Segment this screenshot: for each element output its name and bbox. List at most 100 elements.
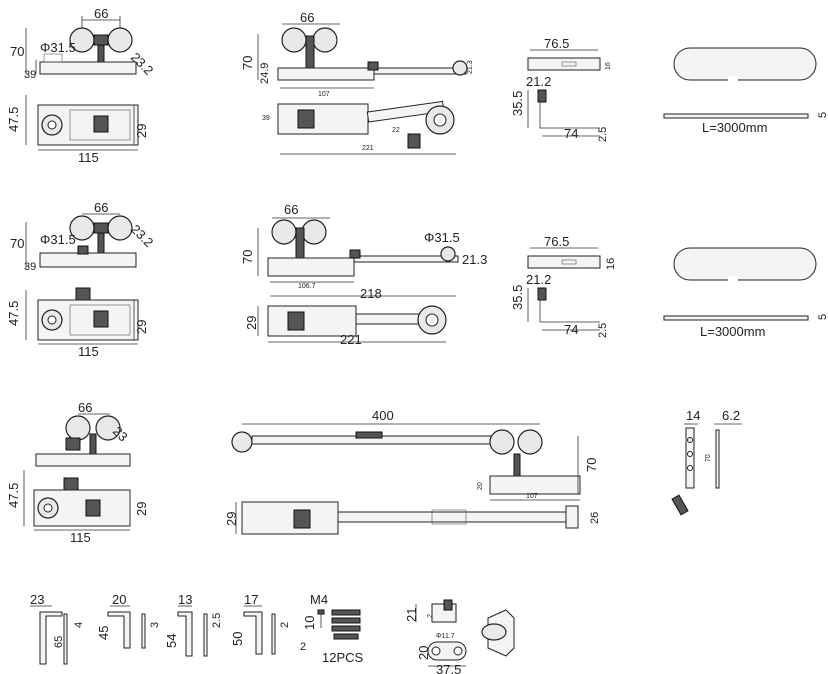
- bracket-side: [203, 613, 208, 657]
- seal-loop: [673, 47, 817, 81]
- dim-height: 70: [240, 56, 255, 70]
- row2-trolley-arm-plan: 29 221: [244, 305, 447, 347]
- dim-depth: 29: [134, 320, 149, 334]
- dim-length: 400: [372, 408, 394, 423]
- trolley-plate: [35, 453, 131, 467]
- row1-trolley-arm-elevation: 66 70 24.9 21.3 107: [240, 10, 474, 98]
- screw-label: M4: [310, 592, 328, 607]
- plan-wheel-hub: [47, 315, 57, 325]
- dim-thickness: 16: [605, 62, 612, 70]
- row2-bracket: 76.5 16 21.2 35.5 74 2.5: [510, 234, 617, 338]
- dim-width: 66: [94, 200, 108, 215]
- dim-width: 66: [94, 6, 108, 21]
- trolley-stem: [97, 44, 105, 64]
- seal-thickness: 5: [817, 112, 828, 118]
- dim-base: 74: [564, 322, 578, 337]
- plan-block: [293, 509, 311, 529]
- dim-height: 70: [584, 458, 599, 472]
- screw-head: [317, 609, 325, 615]
- screw-set: [331, 609, 361, 640]
- dim-height-3: 47.5: [6, 301, 21, 326]
- dim-thickness: 2.5: [211, 613, 223, 628]
- arm-bolt: [367, 61, 379, 71]
- trolley-plate: [39, 252, 137, 268]
- dim-height: 10: [302, 616, 317, 630]
- trolley-wheel-left: [65, 415, 91, 441]
- row3-trolley-assembly: 66 23 47.5 29 115: [6, 400, 149, 545]
- bracket-l: [107, 611, 131, 649]
- arm-bar: [353, 255, 459, 263]
- row4-screws: M4 10 2 12PCS: [300, 592, 364, 665]
- dim-width: 13: [178, 592, 192, 607]
- trolley-wheel-right: [95, 415, 121, 441]
- row3-connector-plate: 14 6.2 70: [671, 408, 742, 516]
- bracket-tab: [537, 89, 547, 103]
- seal-thickness: 5: [817, 314, 828, 320]
- dim-thickness: 3: [149, 622, 161, 628]
- arm-plate: [277, 67, 375, 81]
- plan-block: [85, 499, 101, 517]
- bracket-side: [63, 613, 68, 665]
- plan-block: [93, 115, 109, 133]
- trolley-bolt: [65, 437, 81, 451]
- plan-block: [93, 310, 109, 328]
- row4-stopper: 21 2 Φ11.7 20 37.5: [404, 599, 515, 674]
- arm-stem: [513, 453, 521, 477]
- plate-hole-2: [687, 451, 693, 457]
- dim-width: 76.5: [544, 234, 569, 249]
- dim-diameter: Φ31.5: [40, 40, 76, 55]
- row4-bracket-3: 13 54 2.5: [164, 592, 223, 657]
- arm-plan-block: [287, 311, 305, 331]
- dim-height: 21: [404, 608, 419, 622]
- dim-width: 76.5: [544, 36, 569, 51]
- seal-gap: [728, 76, 738, 82]
- plan-knob: [63, 477, 79, 491]
- arm-wheel-left: [231, 431, 253, 453]
- dim-height-2: 2: [300, 641, 306, 653]
- dim-height: 65: [53, 636, 65, 648]
- arm-bolt: [349, 249, 361, 259]
- dim-width: 14: [686, 408, 700, 423]
- plan-body-left: [241, 501, 339, 535]
- row4-bracket-1: 23 65 4: [30, 592, 85, 665]
- dim-thickness: 26: [589, 512, 601, 524]
- seal-loop: [673, 247, 817, 281]
- seal-length: L=3000mm: [702, 120, 767, 135]
- bracket-l: [177, 611, 193, 657]
- arm-bar: [373, 67, 467, 75]
- dim-height: 70: [240, 250, 255, 264]
- arm-wheel-right: [301, 219, 327, 245]
- row4-bracket-2: 20 45 3: [96, 592, 161, 649]
- plan-wheel-hub: [47, 120, 57, 130]
- dim-length-3: 221: [340, 332, 362, 347]
- seal-profile: [663, 113, 809, 119]
- dim-height-3: 47.5: [6, 107, 21, 132]
- dim-diameter: Φ31.5: [40, 232, 76, 247]
- row1-seal-strip: L=3000mm 5: [663, 47, 828, 135]
- dim-height-2: 20: [477, 482, 484, 490]
- bracket-l: [39, 611, 63, 665]
- dim-width: 23: [30, 592, 44, 607]
- dim-diameter: Φ11.7: [436, 633, 455, 640]
- dim-width: 66: [284, 202, 298, 217]
- arm-wheel-right: [312, 27, 338, 53]
- trolley-stem: [89, 433, 97, 455]
- seal-gap: [728, 276, 738, 282]
- plan-wheel-hub: [43, 503, 53, 513]
- dim-depth: 29: [244, 316, 259, 330]
- stopper-3d-cylinder: [481, 623, 507, 641]
- arm-plan-hub: [425, 313, 439, 327]
- dim-height-2: 39: [24, 261, 36, 273]
- plate-screw: [671, 494, 689, 516]
- dim-depth: 39: [262, 115, 270, 122]
- stopper-hole-1: [431, 646, 441, 656]
- bracket-angle: [539, 90, 600, 129]
- bracket-side: [271, 613, 276, 655]
- row3-double-trolley-arm: 400 70 20 107: [231, 408, 599, 501]
- arm-end-wheel: [452, 60, 468, 76]
- trolley-wheel-right: [107, 27, 133, 53]
- dim-height-2: 20: [416, 646, 431, 660]
- dim-base: 74: [564, 126, 578, 141]
- dim-height-2: 24.9: [259, 63, 271, 84]
- dim-length: 115: [70, 530, 91, 545]
